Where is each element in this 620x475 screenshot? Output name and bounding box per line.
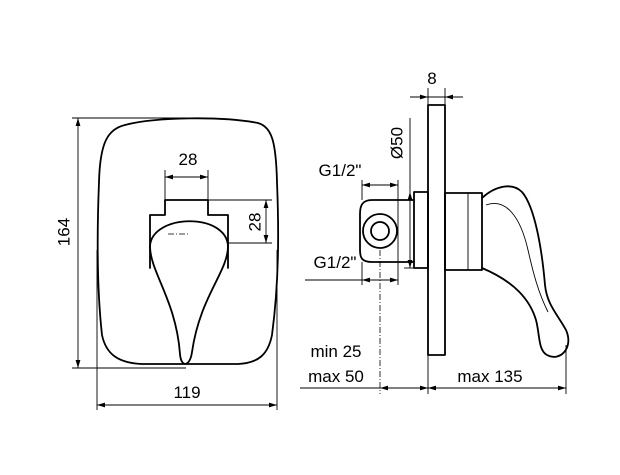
depth-max-label: max 50 [308,367,364,386]
handle-height-label: 28 [246,213,265,232]
depth-min-label: min 25 [310,342,361,361]
projection-label: max 135 [457,367,522,386]
connection-outer-circle [362,213,398,249]
front-view: 164 119 28 28 [55,117,280,410]
cover-plate-outline [96,117,280,365]
wall-plate [427,104,446,356]
valve-body [359,199,415,263]
handle-base-outline [149,199,229,269]
lever-side-ridge [485,203,549,313]
thread-bottom-label: G1/2" [314,253,357,272]
connection-inner-circle [370,221,390,241]
valve-flange [413,191,429,269]
diameter-label: Ø50 [388,127,407,159]
plate-thickness-label: 8 [427,69,436,88]
lever-front-outline [149,220,229,365]
lever-side-outline [481,185,570,358]
handle-cylinder [444,192,483,271]
height-label: 164 [55,218,74,246]
handle-width-label: 28 [179,150,198,169]
side-view: 8 Ø50 G1/2" G1/2" min 25 max 50 max 135 [300,69,570,394]
width-label: 119 [173,383,200,402]
thread-top-label: G1/2" [319,161,362,180]
